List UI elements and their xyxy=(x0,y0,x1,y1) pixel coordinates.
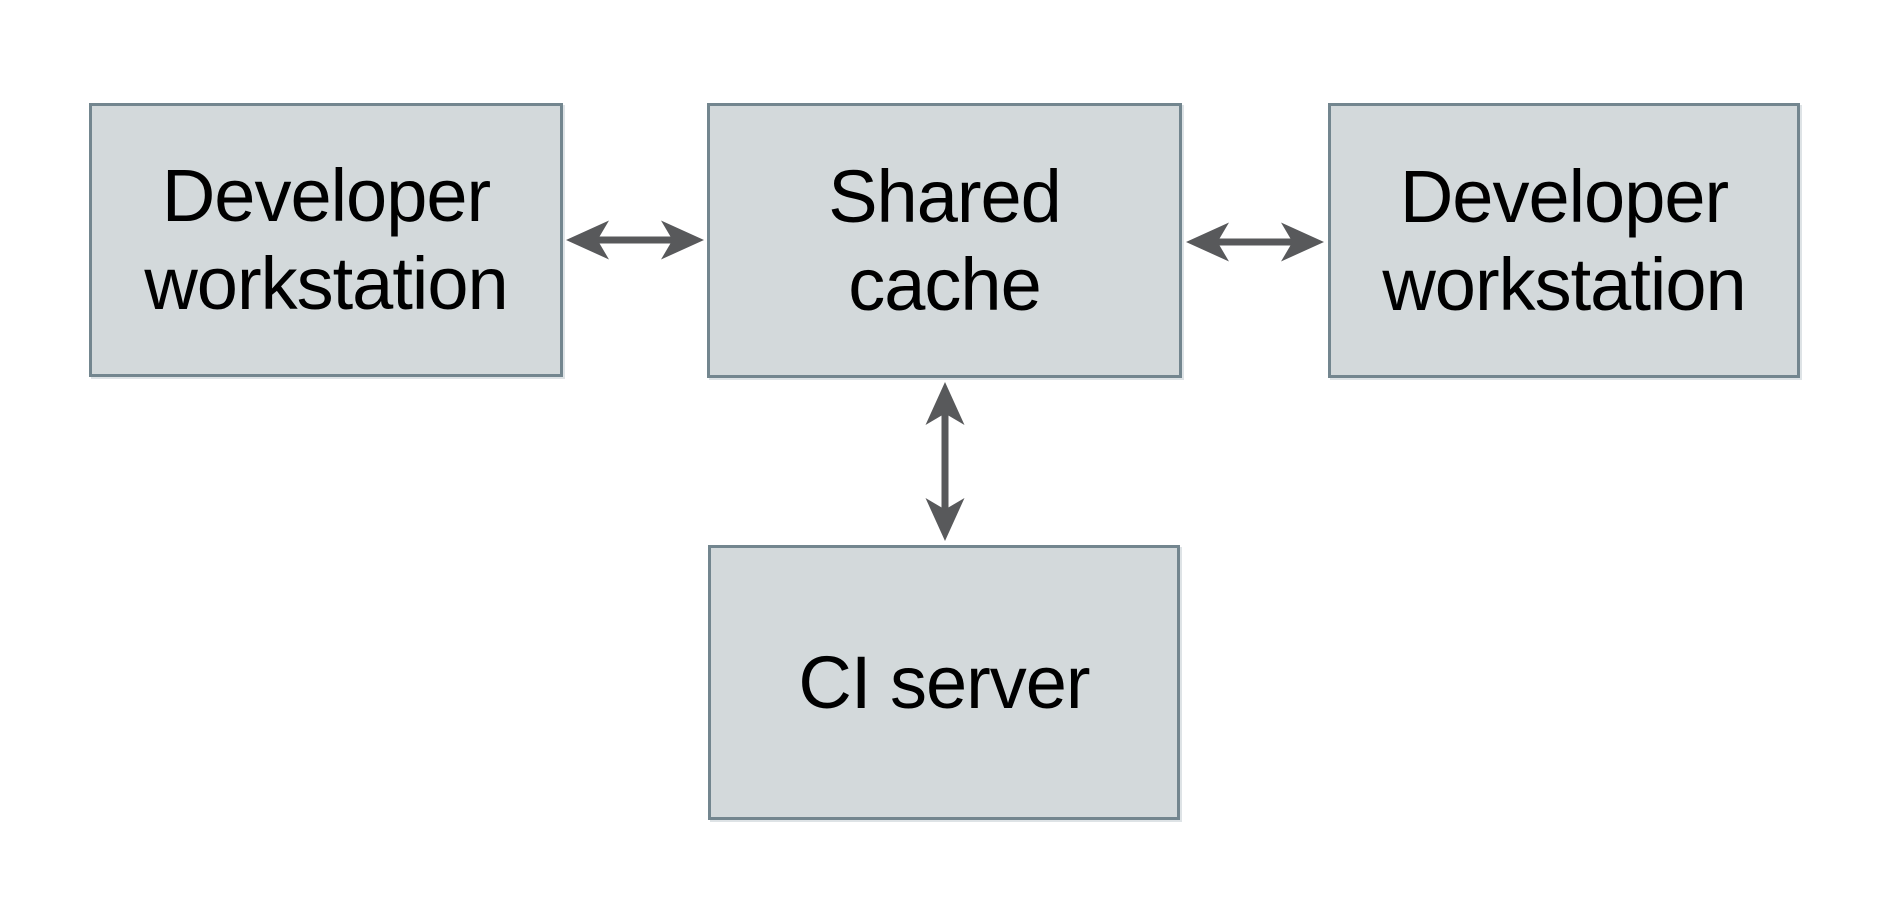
node-label-line: workstation xyxy=(144,242,508,325)
node-developer-workstation-right: Developer workstation xyxy=(1328,103,1800,378)
node-label-line: Developer xyxy=(161,154,491,237)
double-headed-arrow-icon xyxy=(925,382,965,541)
node-label-line: workstation xyxy=(1382,242,1746,326)
bidirectional-arrow-cache-right-workstation xyxy=(1184,214,1326,270)
node-label-line: Shared xyxy=(828,154,1062,238)
bidirectional-arrow-cache-ci-server xyxy=(917,380,973,543)
node-ci-server: CI server xyxy=(708,545,1180,820)
bidirectional-arrow-left-workstation-cache xyxy=(564,212,706,268)
node-developer-workstation-left: Developer workstation xyxy=(89,103,563,377)
node-label-line: Developer xyxy=(1399,154,1729,238)
node-shared-cache: Shared cache xyxy=(707,103,1182,378)
double-headed-arrow-icon xyxy=(1186,222,1324,262)
node-label-line: CI server xyxy=(798,640,1090,724)
double-headed-arrow-icon xyxy=(566,220,704,260)
node-label-line: cache xyxy=(848,242,1041,326)
